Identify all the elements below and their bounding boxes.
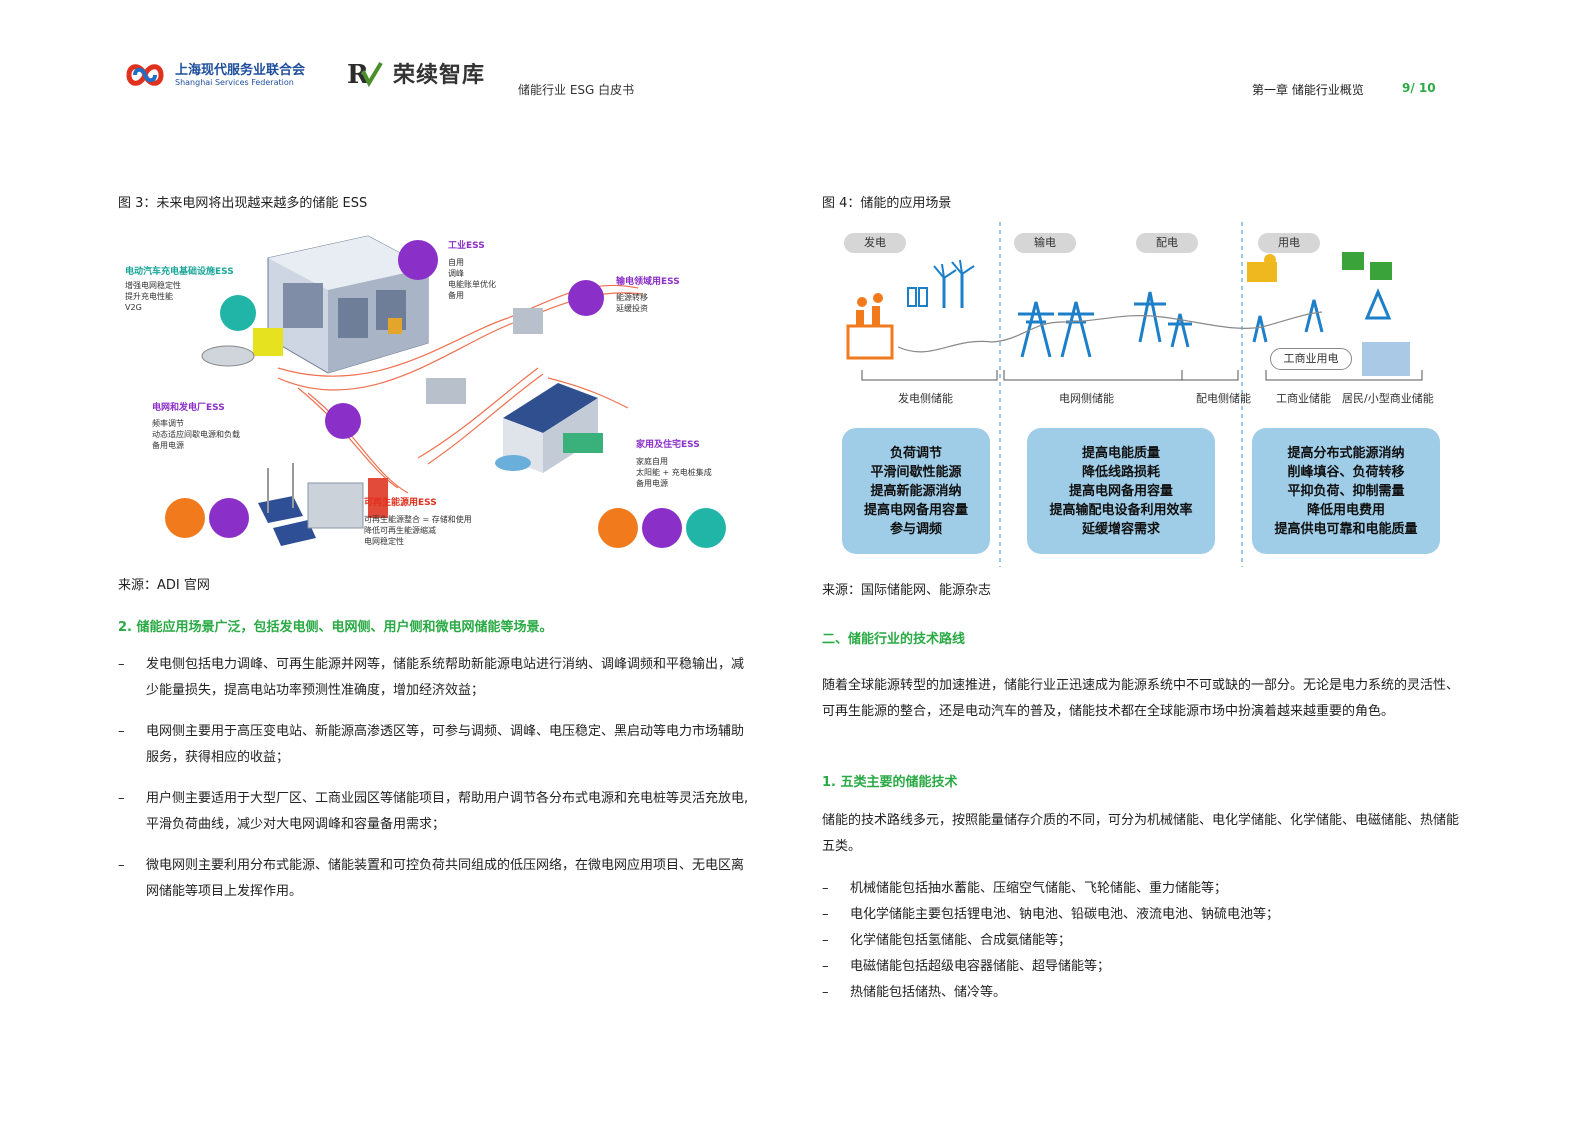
- grid-ess-items: 频率调节 动态适应间歇电源和负载 备用电源: [152, 419, 240, 450]
- benefit-line: 提高输配电设备利用效率: [1049, 502, 1193, 518]
- benefit-box-generation: 负荷调节 平滑间歇性能源 提高新能源消纳 提高电网备用容量 参与调频: [842, 428, 990, 554]
- transmission-ess-title: 输电领域用ESS: [616, 277, 680, 287]
- tech-classification-paragraph: 储能的技术路线多元，按照能量储存介质的不同，可分为机械储能、电化学储能、化学储能…: [822, 813, 1460, 854]
- benefit-line: 提高供电可靠和电能质量: [1274, 521, 1418, 537]
- scenario-list: – 发电侧包括电力调峰、可再生能源并网等，储能系统帮助新能源电站进行消纳、调峰调…: [118, 652, 750, 905]
- chapter-title: 第一章 储能行业概览: [1252, 83, 1364, 97]
- section-2-heading: 2. 储能应用场景广泛，包括发电侧、电网侧、用户侧和微电网储能等场景。: [118, 620, 553, 635]
- list-item: – 机械储能包括抽水蓄能、压缩空气储能、飞轮储能、重力储能等；: [822, 876, 1462, 902]
- figure-4-source: 来源：国际储能网、能源杂志: [822, 583, 992, 598]
- category-generation-side: 发电侧储能: [898, 392, 953, 405]
- renewable-ess-title: 可再生能源用ESS: [364, 498, 437, 508]
- list-item: – 化学储能包括氢储能、合成氨储能等；: [822, 928, 1462, 954]
- list-dash: –: [118, 657, 125, 672]
- list-item: – 电网侧主要用于高压变电站、新能源高渗透区等，可参与调频、调峰、电压稳定、黑启…: [118, 719, 750, 771]
- figure-3-ess-illustration: 电动汽车充电基础设施ESS 增强电网稳定性 提升充电性能 V2G 工业ESS 自…: [118, 228, 738, 558]
- scenario-diagram: [846, 222, 1423, 567]
- ev-ess-items: 增强电网稳定性 提升充电性能 V2G: [125, 281, 181, 312]
- list-item: – 热储能包括储热、储冷等。: [822, 980, 1462, 1006]
- list-item: – 微电网则主要利用分布式能源、储能装置和可控负荷共同组成的低压网络，在微电网应…: [118, 853, 750, 905]
- commercial-tag: 工商业用电: [1270, 348, 1352, 370]
- benefit-line: 降低线路损耗: [1081, 464, 1160, 480]
- list-item-text: 用户侧主要适用于大型厂区、工商业园区等储能项目，帮助用户调节各分布式电源和充电桩…: [146, 791, 749, 832]
- benefit-line: 延缓增容需求: [1081, 521, 1160, 537]
- list-dash: –: [118, 724, 125, 739]
- category-grid-side: 电网侧储能: [1059, 392, 1114, 405]
- list-item: – 电磁储能包括超级电容器储能、超导储能等；: [822, 954, 1462, 980]
- list-item: – 电化学储能主要包括锂电池、钠电池、铅碳电池、液流电池、钠硫电池等；: [822, 902, 1462, 928]
- list-dash: –: [822, 881, 829, 896]
- list-item-text: 机械储能包括抽水蓄能、压缩空气储能、飞轮储能、重力储能等；: [850, 881, 1228, 896]
- list-dash: –: [822, 933, 829, 948]
- list-item: – 用户侧主要适用于大型厂区、工商业园区等储能项目，帮助用户调节各分布式电源和充…: [118, 786, 750, 838]
- figure-3-caption: 图 3：未来电网将出现越来越多的储能 ESS: [118, 196, 368, 211]
- benefit-line: 提高新能源消纳: [870, 483, 962, 499]
- list-item-text: 发电侧包括电力调峰、可再生能源并网等，储能系统帮助新能源电站进行消纳、调峰调频和…: [146, 657, 745, 698]
- figure-4-caption: 图 4：储能的应用场景: [822, 196, 952, 211]
- list-item-text: 电磁储能包括超级电容器储能、超导储能等；: [850, 959, 1111, 974]
- list-dash: –: [822, 985, 829, 1000]
- benefit-line: 平抑负荷、抑制需量: [1287, 483, 1405, 499]
- category-commercial: 工商业储能: [1276, 392, 1331, 405]
- pill-transmission: 输电: [1014, 233, 1076, 253]
- category-residential: 居民/小型商业储能: [1342, 392, 1434, 405]
- benefit-box-user: 提高分布式能源消纳 削峰填谷、负荷转移 平抑负荷、抑制需量 降低用电费用 提高供…: [1252, 428, 1440, 554]
- page-number: 9/ 10: [1402, 81, 1436, 95]
- benefit-line: 提高电能质量: [1081, 445, 1160, 461]
- ev-ess-title: 电动汽车充电基础设施ESS: [125, 267, 234, 277]
- list-item-text: 电网侧主要用于高压变电站、新能源高渗透区等，可参与调频、调峰、电压稳定、黑启动等…: [146, 724, 745, 765]
- grid-ess-title: 电网和发电厂ESS: [152, 403, 225, 413]
- federation-emblem-icon: [126, 64, 164, 86]
- list-dash: –: [822, 907, 829, 922]
- benefit-line: 提高电网备用容量: [863, 502, 968, 518]
- benefit-line: 削峰填谷、负荷转移: [1287, 464, 1405, 480]
- list-item-text: 化学储能包括氢储能、合成氨储能等；: [850, 933, 1072, 948]
- benefit-line: 提高分布式能源消纳: [1287, 445, 1405, 461]
- pill-consumption: 用电: [1258, 233, 1320, 253]
- benefit-line: 提高电网备用容量: [1068, 483, 1173, 499]
- pill-distribution: 配电: [1136, 233, 1198, 253]
- home-ess-items: 家庭自用 太阳能 + 充电桩集成 备用电源: [636, 457, 712, 488]
- benefit-line: 降低用电费用: [1306, 502, 1385, 518]
- document-title: 储能行业 ESG 白皮书: [518, 83, 635, 97]
- list-item: – 发电侧包括电力调峰、可再生能源并网等，储能系统帮助新能源电站进行消纳、调峰调…: [118, 652, 750, 704]
- rx-logo-icon: R: [347, 60, 383, 89]
- list-dash: –: [118, 791, 125, 806]
- federation-name-cn: 上海现代服务业联合会: [175, 62, 306, 78]
- figure-3-source: 来源：ADI 官网: [118, 578, 210, 593]
- tech-list: – 机械储能包括抽水蓄能、压缩空气储能、飞轮储能、重力储能等； – 电化学储能主…: [822, 876, 1462, 1006]
- federation-logo: 上海现代服务业联合会 Shanghai Services Federation: [123, 58, 305, 92]
- benefit-line: 负荷调节: [889, 445, 942, 461]
- five-tech-heading: 1. 五类主要的储能技术: [822, 775, 958, 790]
- think-tank-logo: R 荣续智库: [345, 57, 485, 89]
- think-tank-name: 荣续智库: [393, 63, 486, 88]
- industrial-ess-items: 自用 调峰 电能账单优化 备用: [448, 258, 496, 300]
- svg-text:R: R: [347, 60, 369, 89]
- renewable-ess-items: 可再生能源整合 = 存储和使用 降低可再生能源缩减 电网稳定性: [364, 515, 472, 546]
- transmission-ess-items: 能源转移 延缓投资: [616, 293, 648, 313]
- figure-4-application-scenarios: 发电 输电 配电 用电 工商业用电 发电侧储能 电网侧储能 配电侧储能 工商业储…: [822, 222, 1452, 567]
- section-tech-route-heading: 二、储能行业的技术路线: [822, 632, 966, 647]
- grid-illustration: [165, 235, 726, 548]
- list-item-text: 电化学储能主要包括锂电池、钠电池、铅碳电池、液流电池、钠硫电池等；: [850, 907, 1280, 922]
- list-item-text: 热储能包括储热、储冷等。: [850, 985, 1007, 1000]
- list-item-text: 微电网则主要利用分布式能源、储能装置和可控负荷共同组成的低压网络，在微电网应用项…: [146, 858, 745, 899]
- list-dash: –: [822, 959, 829, 974]
- industrial-ess-title: 工业ESS: [448, 241, 485, 251]
- federation-name-en: Shanghai Services Federation: [175, 77, 294, 87]
- benefit-box-grid: 提高电能质量 降低线路损耗 提高电网备用容量 提高输配电设备利用效率 延缓增容需…: [1027, 428, 1215, 554]
- benefit-line: 参与调频: [889, 521, 942, 537]
- list-dash: –: [118, 858, 125, 873]
- pill-generation: 发电: [844, 233, 906, 253]
- benefit-line: 平滑间歇性能源: [870, 464, 962, 480]
- home-ess-title: 家用及住宅ESS: [636, 440, 700, 450]
- category-distribution-side: 配电侧储能: [1196, 392, 1251, 405]
- tech-route-intro: 随着全球能源转型的加速推进，储能行业正迅速成为能源系统中不可或缺的一部分。无论是…: [822, 678, 1460, 719]
